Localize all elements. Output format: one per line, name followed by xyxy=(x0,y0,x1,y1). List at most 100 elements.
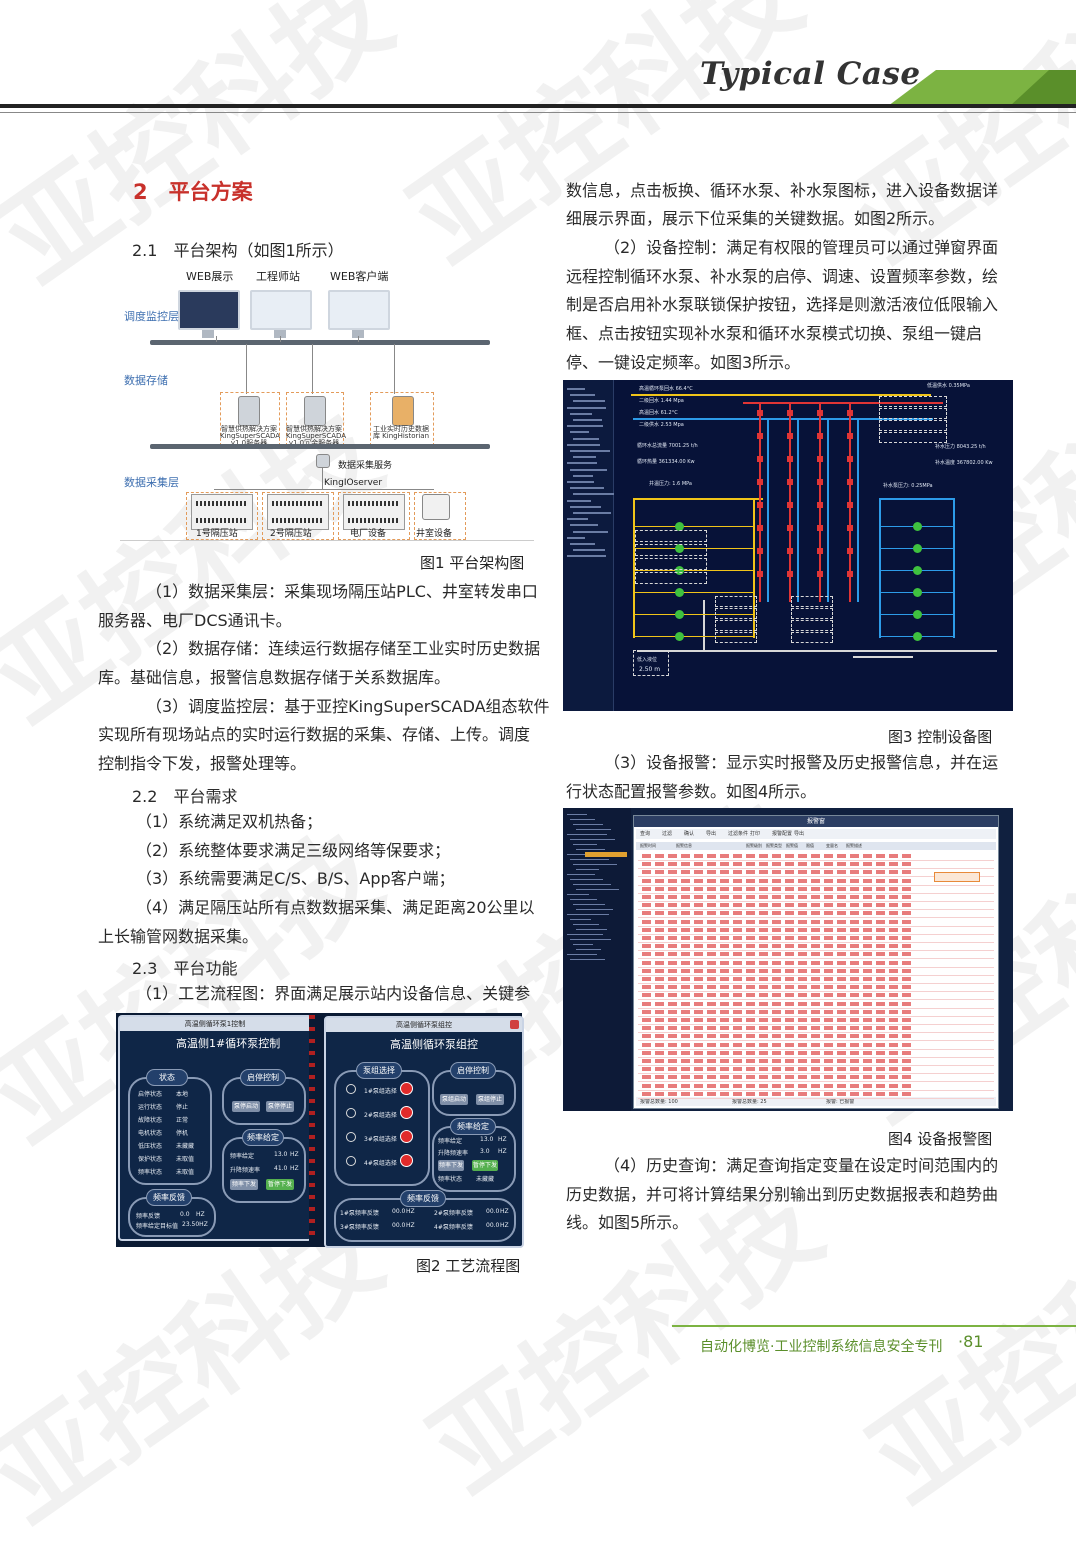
fig3-valve-icon xyxy=(817,456,823,462)
fig3-pipe xyxy=(797,418,799,602)
fig3-valve-icon xyxy=(787,456,793,462)
fig1-label-web-client: WEB客户端 xyxy=(330,270,389,283)
figure-1-caption: 图1 平台架构图 xyxy=(420,554,525,572)
fig2-pump-label: 4#泵组选择 xyxy=(364,1160,397,1167)
close-icon[interactable] xyxy=(510,1020,519,1029)
figure-4-alarm: 报警窗 查询过滤确认导出过滤条件打印报警配置导出 报警时间报警信息报警级别报警类… xyxy=(563,808,1013,1111)
figure-2-process: 高温侧循环泵1控制 高温侧1#循环泵控制 状态 启停控制 泵停启动 泵停停止 频… xyxy=(116,1013,524,1248)
fig3-sidebar-item xyxy=(573,419,602,421)
fig2-group-start-button[interactable]: 泵组启动 xyxy=(440,1094,468,1105)
fig4-sidebar-item xyxy=(573,824,603,825)
fig2-pump-knob-icon xyxy=(346,1156,356,1166)
table-row xyxy=(638,884,994,886)
fig4-column-header: 报警值 xyxy=(786,843,798,848)
fig2-r-fb-unit: HZ xyxy=(500,1208,509,1215)
table-row xyxy=(638,860,994,861)
fig3-sidebar-item xyxy=(570,450,610,452)
fig3-pipe xyxy=(635,570,753,571)
figure-3-control: 高温循环泵回水 66.4°C 二级回水 1.44 Mpa 高温回水 61.2°C… xyxy=(563,380,1013,711)
fig2-freq-value: 13.0 xyxy=(274,1151,288,1158)
fig3-readout: 二级供水 2.53 Mpa xyxy=(639,422,684,428)
table-row-text xyxy=(642,1026,912,1031)
fig2-ramp-unit: HZ xyxy=(290,1165,299,1172)
fig3-valve-icon xyxy=(757,502,763,508)
fig2-right-panel: 高温侧循环泵组控 高温侧循环泵组控 泵组选择 启停控制 泵组启动 泵组停止 频率… xyxy=(324,1016,524,1248)
fig3-pump-icon xyxy=(675,566,684,575)
fig4-toolbar-button[interactable]: 过滤条件 xyxy=(728,831,749,837)
fig2-left-title: 高温侧1#循环泵控制 xyxy=(176,1037,281,1050)
fig2-freq-pause-button[interactable]: 暂停下发 xyxy=(266,1179,294,1190)
fig4-toolbar-button[interactable]: 导出 xyxy=(706,831,717,837)
table-row xyxy=(638,892,994,894)
para-line: （3）系统需要满足C/S、B/S、App客户端； xyxy=(136,869,455,888)
fig1-plc-icon xyxy=(191,494,253,530)
fig3-equipment-box xyxy=(715,620,757,631)
fig2-pump-label: 2#泵组选择 xyxy=(364,1112,397,1119)
fig2-r-freq-send-button[interactable]: 频率下发 xyxy=(438,1160,464,1171)
table-row-text xyxy=(642,1018,912,1022)
fig3-valve-icon xyxy=(757,571,763,577)
table-row-text xyxy=(642,968,912,973)
fig2-pump-indicator-icon[interactable] xyxy=(400,1130,413,1143)
table-row-text xyxy=(642,1067,912,1072)
fig4-toolbar-button[interactable]: 打印 xyxy=(750,831,761,837)
table-row xyxy=(638,868,994,870)
fig4-toolbar-button[interactable]: 报警配置 xyxy=(772,831,793,837)
para-line: 行状态配置报警参数。如图4所示。 xyxy=(566,782,817,801)
table-row-text xyxy=(642,854,912,858)
table-row xyxy=(638,876,994,878)
fig3-equipment-box xyxy=(879,420,947,431)
fig3-readout: 低温供水 0.35MPa xyxy=(927,383,970,389)
fig4-toolbar-button[interactable]: 确认 xyxy=(684,831,695,837)
fig4-toolbar-button[interactable]: 导出 xyxy=(794,831,805,837)
fig2-status-label: 低压状态 xyxy=(138,1143,163,1150)
fig4-sidebar-item xyxy=(567,914,609,915)
fig1-service-label: 数据采集服务 xyxy=(338,461,393,471)
table-row xyxy=(638,966,994,968)
fig1-bottom-label: 井室设备 xyxy=(416,529,453,539)
fig3-sidebar-item xyxy=(573,512,611,514)
fig3-readout: 补水泵压力: 0.25MPa xyxy=(883,483,933,489)
fig1-monitor-engineer xyxy=(250,290,312,338)
fig3-sidebar-item xyxy=(573,493,614,496)
fig3-valve-icon xyxy=(757,456,763,462)
fig2-pump-indicator-icon[interactable] xyxy=(400,1154,413,1167)
para-line: 控制指令下发，报警处理等。 xyxy=(98,754,307,773)
fig3-valve-icon xyxy=(847,410,853,416)
table-row-text xyxy=(642,895,912,899)
fig1-server-icon xyxy=(238,396,260,426)
header-rule-thin xyxy=(0,112,1076,113)
para-line: 线。如图5所示。 xyxy=(566,1213,689,1232)
fig2-start-button[interactable]: 泵停启动 xyxy=(232,1101,260,1112)
fig1-layer-acquisition: 数据采集层 xyxy=(124,476,179,489)
fig2-r-fb-value: 00.0 xyxy=(486,1208,500,1215)
table-row xyxy=(638,909,994,911)
table-row-text xyxy=(642,886,912,891)
fig3-valve-icon xyxy=(787,433,793,439)
fig2-control-title: 启停控制 xyxy=(240,1069,286,1086)
fig2-pump-indicator-icon[interactable] xyxy=(400,1106,413,1119)
fig3-sidebar-item xyxy=(573,456,596,459)
fig4-toolbar-button[interactable]: 过滤 xyxy=(662,831,673,837)
fig4-column-header: 报警时间 xyxy=(640,843,656,848)
table-row xyxy=(638,983,994,984)
fig2-r-fb-label: 3#泵频率反馈 xyxy=(340,1224,379,1231)
fig3-readout: 高温循环泵回水 66.4°C xyxy=(639,386,693,392)
table-row xyxy=(638,1015,994,1017)
fig2-stop-button[interactable]: 泵停停止 xyxy=(266,1101,294,1112)
fig2-r-fb-value: 00.0 xyxy=(392,1208,406,1215)
fig2-group-stop-button[interactable]: 泵组停止 xyxy=(476,1094,504,1105)
fig1-server-label-redundant: 智慧供热解决方案 KingSuperSCADA v1.0冗余服务器 xyxy=(286,425,347,447)
table-row xyxy=(638,1081,994,1083)
fig2-target-label: 频率给定目标值 xyxy=(136,1223,179,1230)
fig3-equipment-box xyxy=(635,544,707,556)
fig3-equipment-box xyxy=(715,632,757,643)
fig2-freq-send-button[interactable]: 频率下发 xyxy=(230,1179,258,1190)
fig4-toolbar-button[interactable]: 查询 xyxy=(640,831,651,837)
fig4-sidebar-item xyxy=(570,939,611,940)
fig2-status-value: 正常 xyxy=(176,1117,189,1124)
fig3-valve-icon xyxy=(847,571,853,577)
fig4-footer-status: 报警: 已报警 xyxy=(826,1099,855,1105)
fig2-r-freq-pause-button[interactable]: 暂停下发 xyxy=(472,1160,498,1171)
fig2-pump-indicator-icon[interactable] xyxy=(400,1082,413,1095)
